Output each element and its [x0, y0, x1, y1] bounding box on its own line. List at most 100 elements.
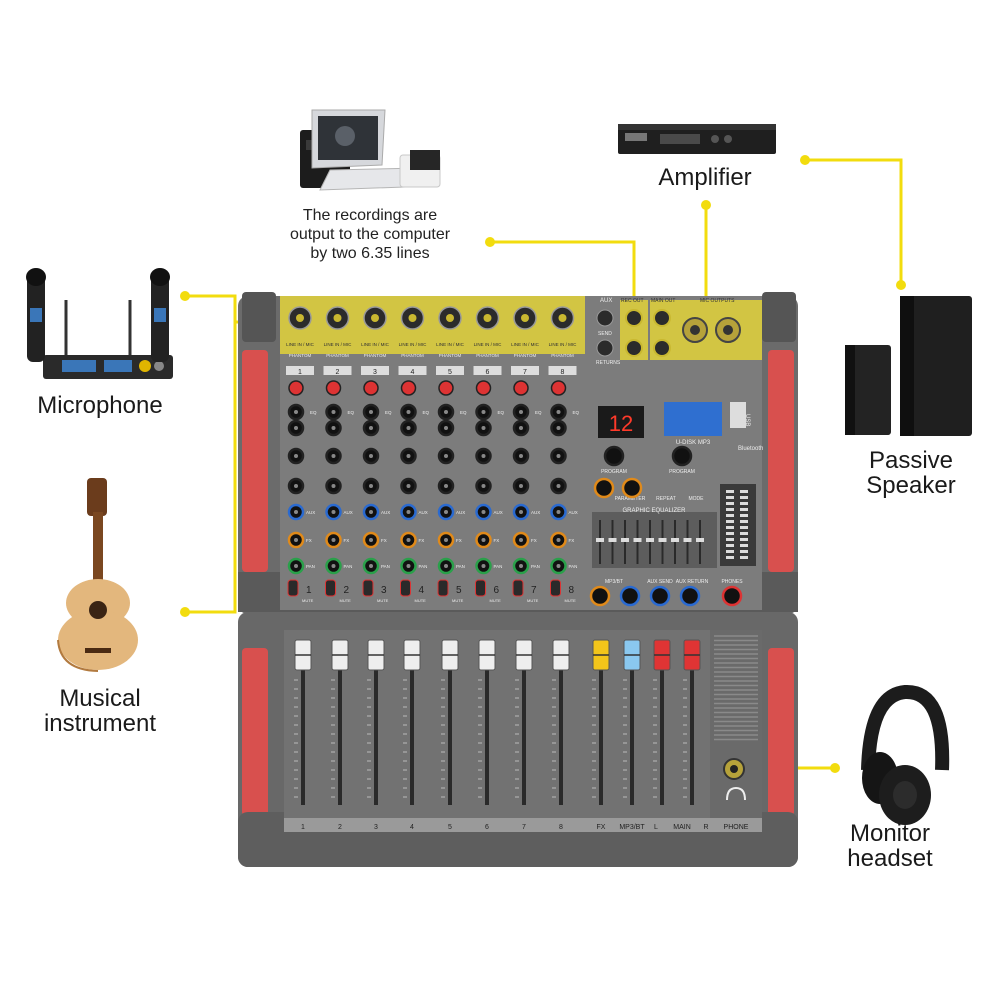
speaker-illustration: [845, 296, 972, 436]
fader-label: 4: [410, 824, 414, 831]
input-label: LINE IN / MIC: [549, 342, 578, 347]
eq-label: EQ: [573, 410, 580, 415]
pan-label: PAN: [381, 564, 390, 569]
mute-label: MUTE: [565, 598, 577, 603]
repeat-label: REPEAT: [656, 496, 676, 502]
amplifier-illustration: [618, 124, 776, 154]
fader-label: L: [654, 824, 658, 831]
phantom-label: PHANTOM: [439, 353, 462, 358]
fader-label: 8: [559, 824, 563, 831]
headset-label: Monitor headset: [805, 821, 975, 871]
recording-caption: The recordings are output to the compute…: [250, 206, 490, 263]
mute-label: MUTE: [527, 598, 539, 603]
program-label: PROGRAM: [601, 469, 627, 475]
aux-label: AUX: [344, 510, 353, 515]
eq-label: EQ: [423, 410, 430, 415]
gain-knob[interactable]: [400, 380, 417, 396]
mute-channel-number: 8: [569, 585, 575, 596]
master-knob[interactable]: [671, 445, 693, 467]
mute-label: MUTE: [452, 598, 464, 603]
geq-slider[interactable]: [658, 538, 667, 542]
mute-channel-number: 3: [381, 585, 387, 596]
aux-label: AUX: [494, 510, 503, 515]
geq-slider[interactable]: [696, 538, 704, 542]
fx-label: FX: [306, 538, 312, 543]
master-knob[interactable]: [589, 585, 611, 607]
instrument-label: Musical instrument: [15, 686, 185, 736]
gain-knob[interactable]: [550, 380, 567, 396]
geq-slider[interactable]: [621, 538, 629, 542]
microphone-label: Microphone: [37, 392, 163, 419]
usb-player-label: U-DISK MP3: [676, 440, 711, 446]
master-knob[interactable]: [649, 585, 671, 607]
pan-label: PAN: [531, 564, 540, 569]
mute-button[interactable]: [437, 579, 449, 597]
input-label: LINE IN / MIC: [324, 342, 353, 347]
gain-knob[interactable]: [325, 380, 342, 396]
pan-label: PAN: [344, 564, 353, 569]
master-knob[interactable]: [603, 445, 625, 467]
input-label: LINE IN / MIC: [399, 342, 428, 347]
headset-label-line1: Monitor: [849, 820, 931, 847]
channel-display: 12: [609, 411, 633, 436]
mute-label: MUTE: [490, 598, 502, 603]
channel-number: 7: [523, 369, 527, 376]
mute-label: MUTE: [302, 598, 314, 603]
mute-button[interactable]: [550, 579, 561, 597]
geq-slider[interactable]: [671, 538, 679, 542]
master-knob[interactable]: [621, 477, 643, 499]
master-knob[interactable]: [679, 585, 701, 607]
line-speaker: [805, 158, 903, 285]
instrument-label-line1: Musical: [59, 685, 141, 712]
pan-label: PAN: [419, 564, 428, 569]
mute-button[interactable]: [475, 579, 486, 597]
headset-label-line2: headset: [847, 845, 933, 872]
master-knob[interactable]: [619, 585, 641, 607]
eq-label: EQ: [310, 410, 317, 415]
gain-knob[interactable]: [363, 380, 379, 396]
output-jack: [625, 309, 643, 327]
gain-knob[interactable]: [475, 380, 492, 396]
master-knob[interactable]: [721, 585, 743, 607]
mute-button[interactable]: [362, 579, 374, 597]
phantom-label: PHANTOM: [476, 353, 499, 358]
parameter-label: PARAMETER: [615, 496, 646, 502]
mic-outputs-label: MIC OUTPUTS: [700, 298, 735, 304]
instrument-illustration: [57, 478, 138, 672]
mute-button[interactable]: [400, 579, 411, 597]
fader-label: PHONE: [724, 824, 749, 831]
channel-number: 2: [336, 369, 340, 376]
mute-button[interactable]: [287, 579, 299, 597]
geq-slider[interactable]: [633, 538, 642, 542]
gain-knob[interactable]: [513, 380, 529, 396]
mp3-bt-label: MP3/BT: [605, 579, 623, 585]
geq-slider[interactable]: [683, 538, 692, 542]
line-recording: [490, 240, 636, 300]
mute-button[interactable]: [325, 579, 336, 597]
gain-knob[interactable]: [438, 380, 454, 396]
gain-knob[interactable]: [288, 380, 304, 396]
channel-number: 3: [373, 369, 377, 376]
mute-button[interactable]: [512, 579, 524, 597]
channel-number: 5: [448, 369, 452, 376]
fader-label: 2: [338, 824, 342, 831]
fader-label: 6: [485, 824, 489, 831]
speaker-label-line2: Speaker: [866, 472, 956, 499]
geq-slider[interactable]: [646, 538, 654, 542]
fx-label: FX: [569, 538, 575, 543]
speaker-label: Passive Speaker: [826, 448, 996, 498]
recording-caption-line2: output to the computer: [289, 226, 451, 243]
master-knob[interactable]: [593, 477, 615, 499]
main-out-label: MAIN OUT: [651, 298, 675, 304]
geq-slider[interactable]: [608, 538, 617, 542]
fader-label: 1: [301, 824, 305, 831]
pan-label: PAN: [494, 564, 503, 569]
geq-slider[interactable]: [596, 538, 604, 542]
channel-number: 4: [411, 369, 415, 376]
phantom-label: PHANTOM: [364, 353, 387, 358]
fader-label: FX: [597, 824, 606, 831]
instrument-label-line2: instrument: [43, 710, 157, 737]
bluetooth-label: Bluetooth: [738, 446, 763, 452]
headphone-icon: [726, 786, 746, 801]
phantom-label: PHANTOM: [326, 353, 349, 358]
